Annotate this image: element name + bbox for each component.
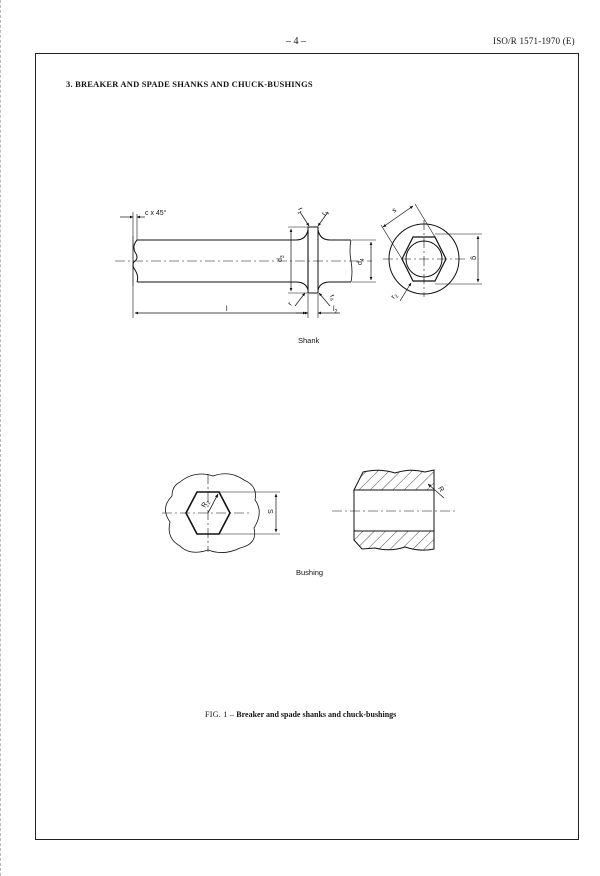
r1-left-label: r1	[295, 207, 305, 216]
chamfer-label: c x 45°	[145, 209, 167, 217]
page-number: – 4 –	[286, 36, 306, 47]
bushing-section-view	[332, 469, 458, 551]
shank-side-view	[115, 211, 376, 318]
d3-label: d3	[277, 255, 286, 262]
figure-caption-text: Breaker and spade shanks and chuck-bushi…	[236, 710, 397, 719]
shank-caption: Shank	[298, 336, 320, 345]
page-frame	[35, 53, 579, 840]
s-label: s	[391, 207, 398, 215]
section-title: 3. BREAKER AND SPADE SHANKS AND CHUCK-BU…	[66, 79, 313, 89]
R2-label: R2	[201, 499, 213, 510]
shank-end-view	[380, 203, 482, 302]
r-label: r	[287, 301, 294, 307]
figure-label: FIG. 1 –	[205, 710, 235, 719]
figure-caption: FIG. 1 – Breaker and spade shanks and ch…	[205, 710, 396, 719]
l2-label: l2	[333, 306, 338, 315]
r4-label: r4	[327, 294, 337, 303]
d4-label: d4	[357, 258, 366, 265]
g-label: g	[470, 256, 477, 260]
l-label: l	[226, 306, 228, 313]
document-id: ISO/R 1571-1970 (E)	[493, 36, 575, 46]
r1-right-label: r1	[321, 209, 331, 218]
bushing-front-view	[162, 473, 280, 553]
R-label: R	[436, 486, 445, 494]
scan-edge	[0, 0, 4, 876]
S-label: S	[266, 509, 273, 514]
bushing-caption: Bushing	[296, 568, 324, 577]
r2-label: r2	[390, 292, 400, 302]
